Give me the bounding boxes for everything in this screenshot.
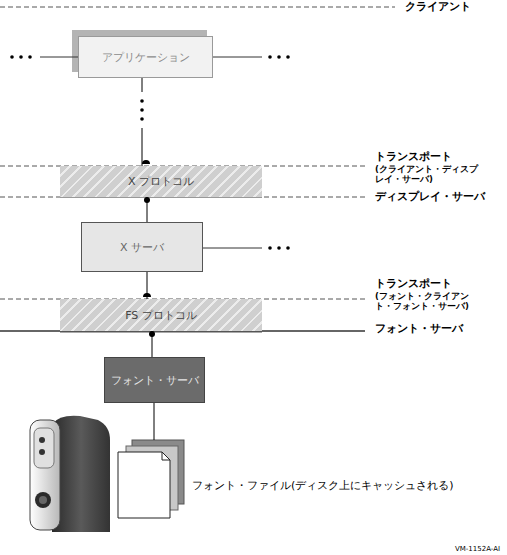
- process-box: アプリケーション: [78, 36, 213, 78]
- connector-line: [147, 197, 148, 222]
- connector: [147, 272, 148, 299]
- connector: [142, 78, 143, 166]
- file-stack: フォント・ファイル(ディスク上にキャッシュされる): [118, 440, 185, 520]
- wire: [40, 57, 78, 58]
- connector: [152, 331, 153, 357]
- connector-line: [154, 403, 155, 440]
- connector-line: [147, 272, 148, 299]
- file-stack-art: [118, 440, 184, 518]
- node-text: X プロトコル: [128, 175, 194, 188]
- node-text: フォント・サーバ: [111, 374, 199, 387]
- node-text: FS プロトコル: [125, 309, 197, 322]
- level-label: トランスポート: [375, 151, 452, 163]
- level-label: フォント・サーバ: [375, 323, 463, 335]
- server-box: フォント・サーバ: [104, 357, 205, 403]
- level-label: ディスプレイ・サーバ: [375, 191, 485, 203]
- connector-line: [152, 331, 153, 357]
- level-label: トランスポート: [375, 278, 452, 290]
- protocol-band: X プロトコル: [60, 166, 262, 197]
- node-text: フォント・ファイル(ディスク上にキャッシュされる): [192, 479, 454, 492]
- server-box: X サーバ: [81, 222, 203, 272]
- connector: [154, 403, 155, 440]
- computer-illustration: [30, 416, 110, 532]
- wire: [203, 248, 262, 249]
- node-text: X サーバ: [120, 241, 164, 254]
- node-text: アプリケーション: [102, 51, 190, 64]
- connector: [147, 197, 148, 222]
- protocol-band: FS プロトコル: [60, 299, 262, 331]
- level-note: (フォント・クライアント・フォント・サーバ): [375, 291, 485, 311]
- figure-id: VM-1152A-AI: [455, 545, 500, 553]
- wire: [213, 57, 262, 58]
- ellipsis-dots: [10, 55, 290, 250]
- connector-line: [142, 78, 143, 166]
- level-line: [0, 7, 395, 8]
- level-label: クライアント: [405, 1, 471, 13]
- level-note: (クライアント・ディスプレイ・サーバ): [375, 164, 485, 184]
